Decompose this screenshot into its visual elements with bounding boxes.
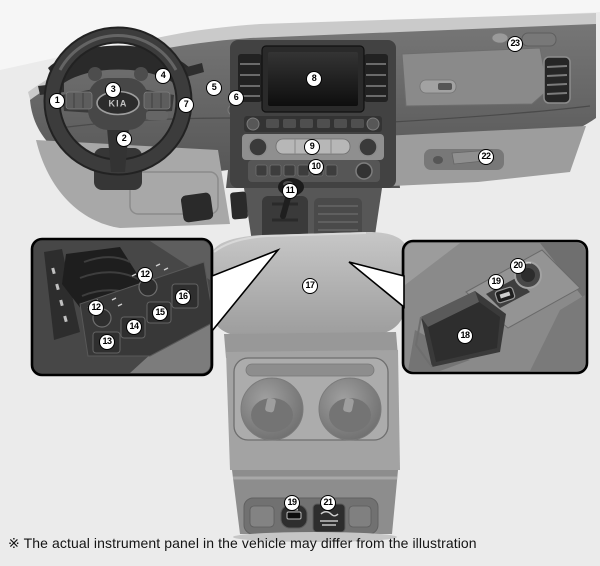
pedals bbox=[180, 191, 248, 223]
climate-knob bbox=[355, 162, 373, 180]
gear-lever-stem bbox=[280, 195, 291, 219]
switch-14 bbox=[120, 316, 146, 339]
windshield-base bbox=[0, 0, 600, 70]
gear-shift-knob bbox=[278, 178, 304, 196]
strip-knob-left bbox=[246, 117, 260, 131]
rear-usb-port bbox=[280, 504, 308, 529]
inset-arrow-right bbox=[348, 261, 405, 309]
accelerator-pedal bbox=[230, 191, 248, 220]
inset-arrow-left bbox=[211, 248, 281, 334]
inset-console-storage bbox=[401, 239, 589, 375]
switch-16 bbox=[171, 283, 199, 309]
rear-blank-switch-right bbox=[348, 505, 372, 528]
center-display bbox=[261, 45, 365, 113]
rear-console-cupholders bbox=[226, 350, 400, 470]
brake-pedal bbox=[180, 192, 214, 223]
cruise-control-switch bbox=[146, 111, 168, 120]
power-outlet bbox=[514, 261, 542, 289]
wheel-remote-controls-right bbox=[143, 91, 171, 120]
kia-logo-text: KIA bbox=[108, 99, 127, 109]
seat-warmer-dial-left bbox=[92, 308, 112, 328]
audio-control-panel bbox=[242, 134, 384, 160]
center-vent-right bbox=[364, 54, 388, 102]
rear-blank-switch-left bbox=[249, 505, 275, 528]
climate-control-panel bbox=[248, 160, 380, 182]
center-stack bbox=[230, 40, 396, 188]
center-vent-left bbox=[238, 54, 262, 102]
kia-logo: KIA bbox=[96, 90, 140, 116]
glove-box bbox=[401, 47, 549, 107]
switch-13 bbox=[92, 331, 121, 354]
rear-console-panel bbox=[232, 470, 398, 542]
rear-heated-seat-button bbox=[312, 503, 346, 533]
side-vent-right bbox=[543, 56, 571, 104]
audio-knob-left bbox=[248, 137, 268, 157]
seat-warmer-icon bbox=[320, 511, 339, 517]
strip-knob-right bbox=[366, 117, 380, 131]
pen-tray bbox=[245, 363, 375, 377]
inset-shifter-controls bbox=[30, 237, 214, 377]
display-button-strip bbox=[244, 116, 382, 132]
figure-caption: ※ The actual instrument panel in the veh… bbox=[8, 535, 477, 551]
dash-top-speaker-grille bbox=[491, 32, 557, 47]
switch-15 bbox=[146, 301, 172, 324]
audio-knob-right bbox=[358, 137, 378, 157]
wheel-remote-controls-left bbox=[65, 91, 93, 110]
seat-warmer-dial-right bbox=[138, 277, 158, 297]
